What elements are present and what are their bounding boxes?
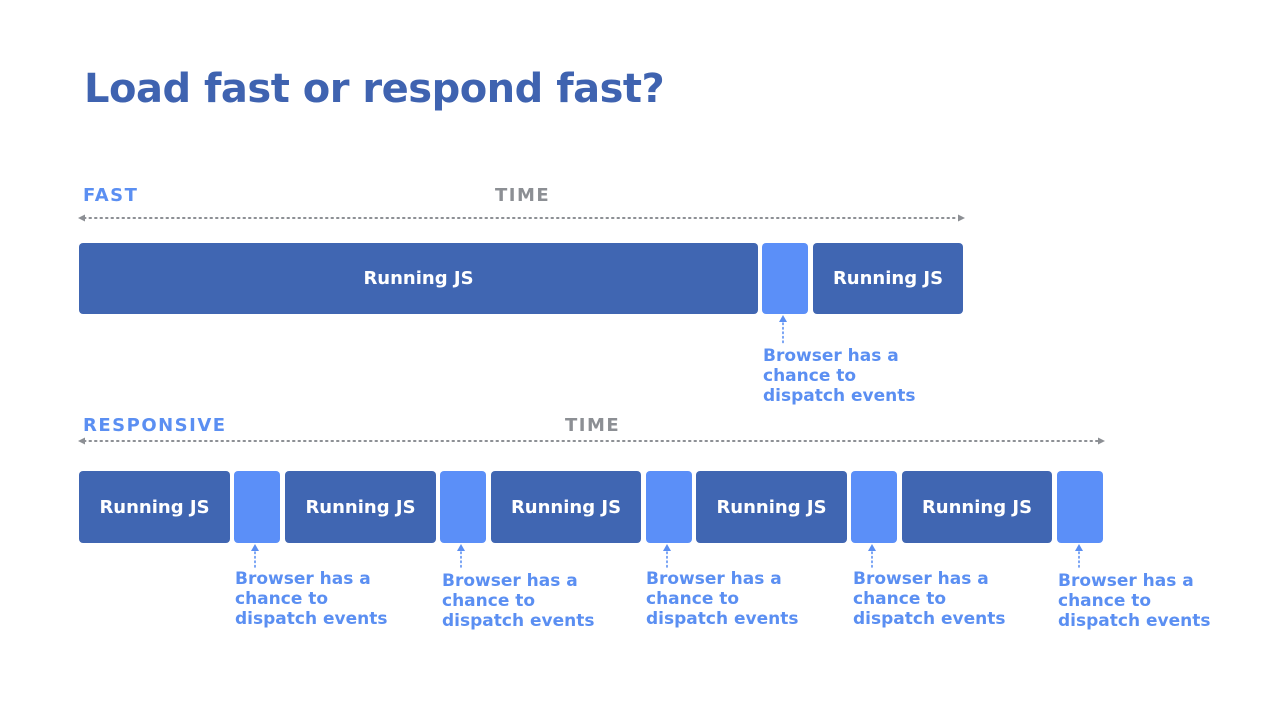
responsive-time-arrow (78, 437, 1105, 445)
slide-title: Load fast or respond fast? (84, 66, 665, 112)
responsive-browser-chance-note: Browser has a chance to dispatch events (235, 569, 387, 629)
responsive-pointer-arrow (457, 544, 465, 569)
note-line: chance to (235, 589, 329, 609)
responsive-pointer-arrow (1075, 544, 1083, 569)
fast-pointer-arrow (779, 315, 787, 344)
running-js-label: Running JS (716, 496, 827, 518)
note-line: Browser has a (853, 569, 989, 589)
responsive-browser-chance-note: Browser has a chance to dispatch events (853, 569, 1005, 629)
note-line: dispatch events (442, 611, 595, 631)
responsive-browser-chance-block (851, 471, 897, 543)
responsive-running-js-block: Running JS (902, 471, 1052, 543)
fast-browser-chance-block (762, 243, 808, 314)
responsive-running-js-block: Running JS (79, 471, 230, 543)
responsive-browser-chance-note: Browser has a chance to dispatch events (1058, 571, 1210, 631)
responsive-running-js-block: Running JS (491, 471, 641, 543)
responsive-pointer-arrow (251, 544, 259, 569)
note-line: dispatch events (853, 609, 1006, 629)
note-line: chance to (763, 366, 857, 386)
fast-running-js-block: Running JS (813, 243, 963, 314)
note-line: Browser has a (442, 571, 578, 591)
note-line: chance to (1058, 591, 1152, 611)
running-js-label: Running JS (832, 268, 944, 289)
fast-row-label: FAST (83, 185, 139, 206)
responsive-time-label: TIME (565, 415, 621, 436)
responsive-browser-chance-block (1057, 471, 1103, 543)
note-line: dispatch events (763, 386, 916, 406)
responsive-browser-chance-note: Browser has a chance to dispatch events (442, 571, 594, 631)
responsive-browser-chance-block (646, 471, 692, 543)
note-line: chance to (442, 591, 536, 611)
fast-time-arrow (78, 214, 965, 222)
note-line: dispatch events (235, 609, 388, 629)
note-line: Browser has a (646, 569, 782, 589)
note-line: chance to (853, 589, 947, 609)
fast-running-js-block: Running JS (79, 243, 758, 314)
running-js-label: Running JS (921, 496, 1033, 518)
responsive-browser-chance-note: Browser has a chance to dispatch events (646, 569, 798, 629)
responsive-pointer-arrow (868, 544, 876, 569)
responsive-row-label: RESPONSIVE (83, 415, 227, 436)
responsive-browser-chance-block (440, 471, 486, 543)
note-line: Browser has a (235, 569, 371, 589)
responsive-pointer-arrow (663, 544, 671, 569)
responsive-running-js-block: Running JS (285, 471, 436, 543)
running-js-label: Running JS (363, 268, 474, 289)
note-line: Browser has a (1058, 571, 1194, 591)
running-js-label: Running JS (305, 496, 416, 518)
note-line: chance to (646, 589, 740, 609)
fast-time-label: TIME (495, 185, 551, 206)
note-line: dispatch events (646, 609, 799, 629)
note-line: dispatch events (1058, 611, 1211, 631)
responsive-running-js-block: Running JS (696, 471, 847, 543)
running-js-label: Running JS (510, 496, 622, 518)
responsive-browser-chance-block (234, 471, 280, 543)
note-line: Browser has a (763, 346, 899, 366)
running-js-label: Running JS (99, 496, 210, 518)
fast-browser-chance-note: Browser has a chance to dispatch events (763, 346, 915, 406)
